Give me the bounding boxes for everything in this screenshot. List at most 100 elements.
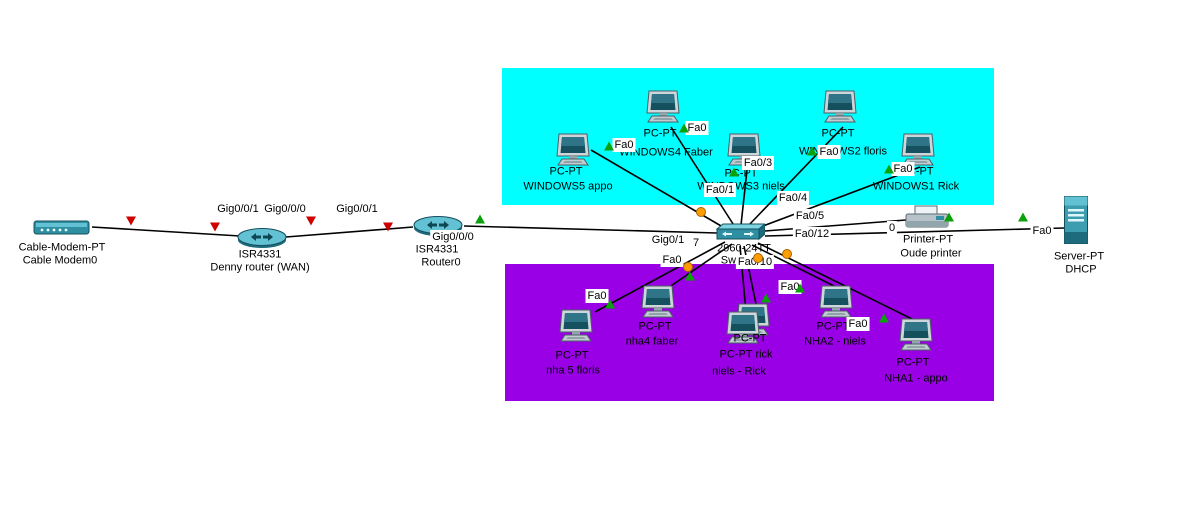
windows5-hostname-label: WINDOWS5 appo xyxy=(523,180,613,193)
link-status-up-icon xyxy=(807,146,817,156)
denny-router-hostname-label: Denny router (WAN) xyxy=(210,261,310,274)
port-label: Fa0 xyxy=(685,121,709,135)
port-label: Fa0 xyxy=(891,162,915,176)
link-status-down-icon xyxy=(383,222,393,232)
link-status-up-icon xyxy=(1018,212,1028,222)
device-denny-router[interactable] xyxy=(237,227,287,249)
switch-icon xyxy=(715,222,767,241)
link-switch-printer[interactable] xyxy=(764,219,907,232)
pc-icon xyxy=(819,285,853,318)
link-status-amber-icon xyxy=(753,253,763,263)
switch0-model-label: 2960-24TT xyxy=(717,242,771,255)
port-label: Fa0/5 xyxy=(793,209,827,223)
device-dhcp-server[interactable] xyxy=(1063,195,1089,245)
router0-model-label: ISR4331 xyxy=(415,243,459,256)
router-icon xyxy=(413,216,463,236)
device-windows2[interactable] xyxy=(820,90,860,128)
router0-hostname-label: Router0 xyxy=(421,256,461,269)
device-cable-modem0[interactable] xyxy=(33,217,91,237)
link-status-down-icon xyxy=(306,216,316,226)
device-nha1[interactable] xyxy=(896,318,936,356)
link-status-up-icon xyxy=(604,141,614,151)
port-label: Fa0/4 xyxy=(776,191,810,205)
device-oude-printer[interactable] xyxy=(904,205,950,233)
nha4-model-label: PC-PT xyxy=(638,320,672,333)
port-label: Fa0/12 xyxy=(792,227,832,241)
link-switch-nha2[interactable] xyxy=(751,244,839,289)
pc-icon xyxy=(559,309,593,342)
device-windows3[interactable] xyxy=(724,133,764,171)
port-label: Fa0 xyxy=(846,317,870,331)
link-status-amber-icon xyxy=(683,262,693,272)
link-status-up-icon xyxy=(879,313,889,323)
link-status-down-icon xyxy=(210,222,220,232)
link-status-amber-icon xyxy=(696,207,706,217)
device-nha2[interactable] xyxy=(816,285,856,323)
link-switch-windows2[interactable] xyxy=(747,126,844,227)
link-switch-windows1[interactable] xyxy=(754,166,921,230)
link-status-up-icon xyxy=(475,214,485,224)
link-status-amber-icon xyxy=(782,249,792,259)
niels-rick-hostname-label: niels - Rick xyxy=(712,365,766,378)
link-status-up-icon xyxy=(679,123,689,133)
link-switch-windows3[interactable] xyxy=(740,169,748,226)
port-label: 0 xyxy=(886,221,898,235)
port-label: Fa0/1 xyxy=(703,183,737,197)
cable-modem0-model-label: Cable-Modem-PT xyxy=(18,241,106,254)
nha5-hostname-label: nha 5 floris xyxy=(546,364,600,377)
rick-hostname-label: rick xyxy=(755,348,773,361)
rick-model-label: PC-PT xyxy=(733,332,767,345)
link-status-up-icon xyxy=(685,271,695,281)
pc-icon xyxy=(556,133,590,166)
oude-printer-model-label: Printer-PT xyxy=(902,233,954,246)
link-switch-windows5[interactable] xyxy=(590,149,729,231)
link-status-up-icon xyxy=(729,167,739,177)
port-label: Fa0 xyxy=(585,289,609,303)
nha1-model-label: PC-PT xyxy=(896,356,930,369)
port-label: Gig0/0/1 xyxy=(215,202,261,216)
link-denny-router0[interactable] xyxy=(285,226,414,238)
pc-icon xyxy=(823,90,857,123)
nha2-hostname-label: NHA2 - niels xyxy=(804,335,866,348)
port-label: Fa0 xyxy=(660,253,684,267)
port-label: Fa0 xyxy=(612,138,636,152)
windows5-model-label: PC-PT xyxy=(549,165,583,178)
link-switch-nha4[interactable] xyxy=(664,243,733,291)
link-modem-denny[interactable] xyxy=(91,226,241,237)
pc-icon xyxy=(646,90,680,123)
device-switch0[interactable] xyxy=(715,222,767,243)
port-label: Fa0 xyxy=(1030,224,1054,238)
port-label: Gig0/0/0 xyxy=(262,202,308,216)
windows4-hostname-label: WINDOWS4 Faber xyxy=(619,146,713,159)
router-icon xyxy=(237,228,287,248)
dhcp-server-hostname-label: DHCP xyxy=(1065,263,1097,276)
nha5-model-label: PC-PT xyxy=(555,349,589,362)
device-nha4[interactable] xyxy=(638,285,678,323)
modem-icon xyxy=(33,220,90,235)
device-router0[interactable] xyxy=(413,215,463,237)
device-niels-rick[interactable] xyxy=(723,311,763,349)
device-nha5[interactable] xyxy=(556,309,596,347)
link-switch-windows4[interactable] xyxy=(670,126,736,228)
server-icon xyxy=(1064,196,1088,244)
device-windows4[interactable] xyxy=(643,90,683,128)
link-router0-switch[interactable] xyxy=(463,225,718,234)
nha1-hostname-label: NHA1 - appo xyxy=(884,372,948,385)
link-status-up-icon xyxy=(795,283,805,293)
port-label: Gig0/0/0 xyxy=(430,230,476,244)
port-label: Fa0 xyxy=(817,145,841,159)
link-status-up-icon xyxy=(884,164,894,174)
nha2-model-label: PC-PT xyxy=(816,320,850,333)
windows2-model-label: PC-PT xyxy=(821,127,855,140)
device-windows5[interactable] xyxy=(553,133,593,171)
dhcp-server-model-label: Server-PT xyxy=(1053,250,1105,263)
link-status-up-icon xyxy=(944,212,954,222)
link-switch-nha5[interactable] xyxy=(594,241,726,313)
port-label: Fa0/3 xyxy=(741,156,775,170)
link-status-up-icon xyxy=(761,293,771,303)
port-label: Gig0/0/1 xyxy=(334,202,380,216)
pc-icon xyxy=(899,318,933,351)
pc-icon xyxy=(727,133,761,166)
